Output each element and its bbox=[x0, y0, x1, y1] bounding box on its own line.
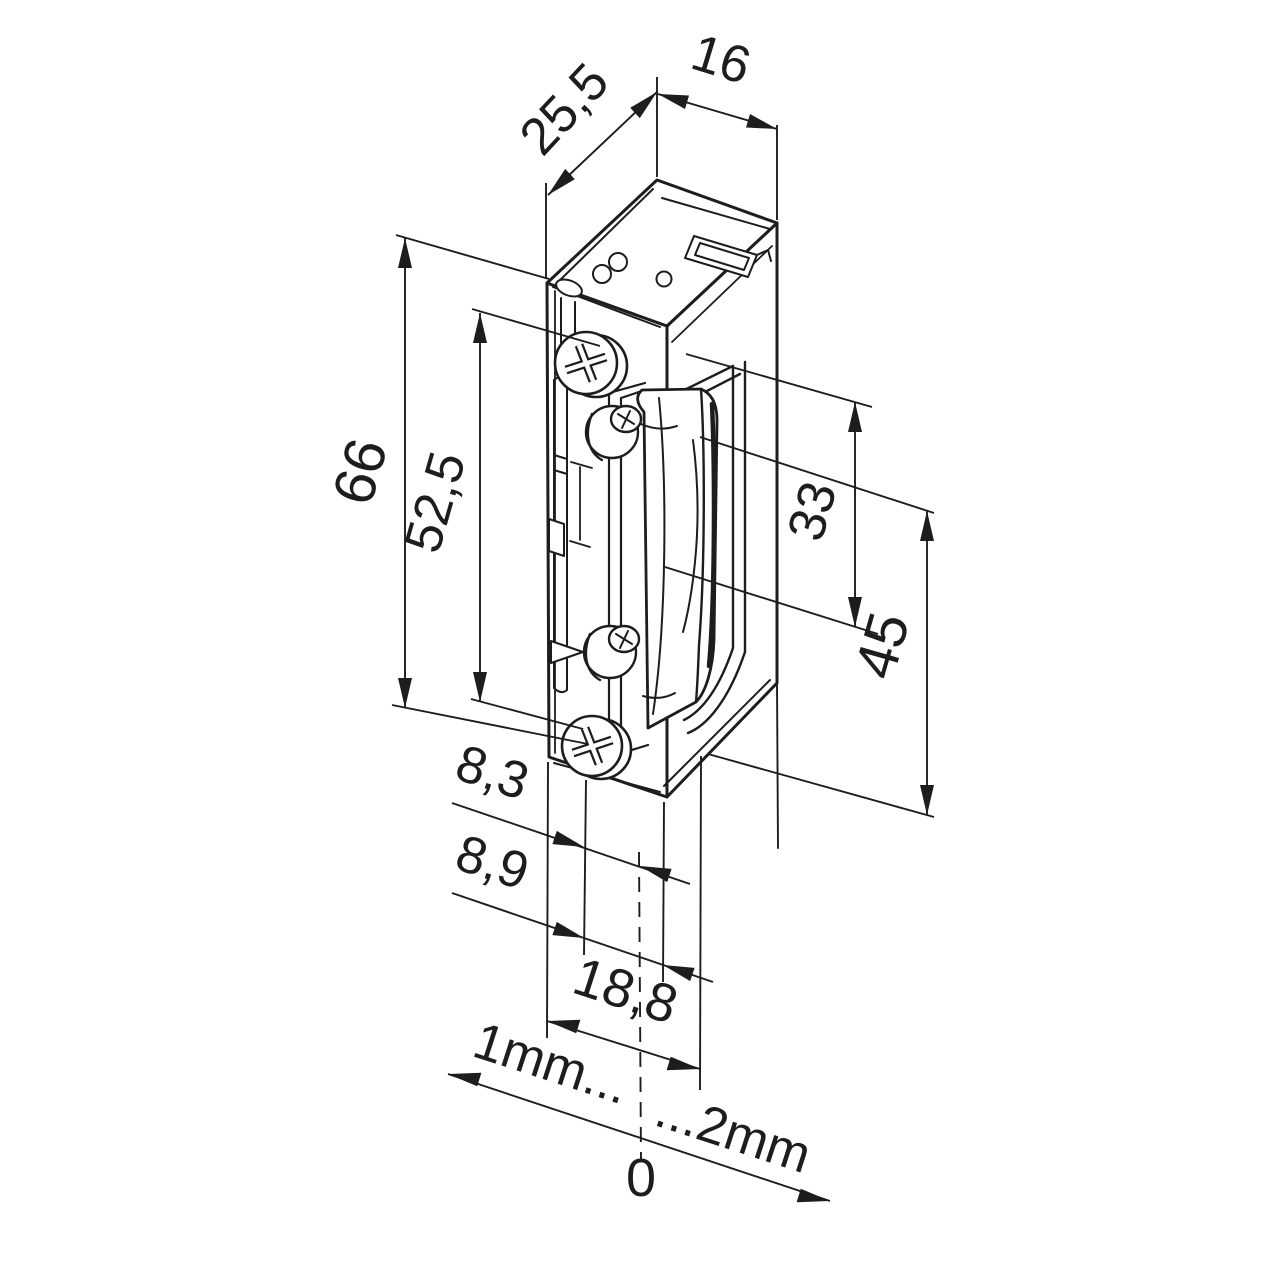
keeper-face bbox=[636, 387, 719, 730]
slot-wedge bbox=[550, 640, 584, 664]
top-screw-icon bbox=[553, 330, 629, 399]
dim-keeper-opening-label: 33 bbox=[777, 476, 849, 548]
lower-cam-icon bbox=[582, 624, 641, 682]
top-slot-inner bbox=[694, 242, 750, 271]
dim-adjust-min-label: 1mm... bbox=[467, 1012, 636, 1116]
top-face-details bbox=[552, 188, 773, 343]
fixing-screws bbox=[553, 330, 633, 781]
dim-screw-spacing-label: 52,5 bbox=[394, 446, 478, 559]
wire-hole-icon bbox=[608, 252, 628, 272]
bottom-screw-icon bbox=[560, 714, 633, 781]
faceplate-top-slot bbox=[555, 278, 583, 298]
bottom-extension-lines bbox=[546, 755, 702, 1161]
wire-hole-icon bbox=[592, 264, 612, 284]
dim-faceplate-height-label: 66 bbox=[320, 432, 400, 512]
keeper-gap bbox=[706, 401, 717, 669]
dim-offset-small-label: 8,3 bbox=[449, 734, 536, 812]
bottom-right-edge bbox=[776, 682, 779, 849]
center-line bbox=[638, 851, 642, 1161]
latch-keeper bbox=[636, 387, 719, 730]
dim-offset-large-label: 8,9 bbox=[449, 824, 536, 902]
dim-adjust-zero-label: 0 bbox=[626, 1148, 656, 1208]
adjustment-cams bbox=[582, 404, 643, 682]
upper-cam-icon bbox=[584, 404, 643, 462]
dimension-adjust-range: 1mm... ...2mm 0 bbox=[447, 1012, 831, 1208]
dim-width-label: 16 bbox=[685, 24, 757, 96]
dim-overall-width-label: 18,8 bbox=[566, 946, 685, 1036]
pin-hole-icon bbox=[655, 270, 673, 288]
dim-depth-label: 25,5 bbox=[509, 53, 620, 167]
guide-rail bbox=[569, 381, 650, 762]
strike-body bbox=[545, 178, 779, 849]
